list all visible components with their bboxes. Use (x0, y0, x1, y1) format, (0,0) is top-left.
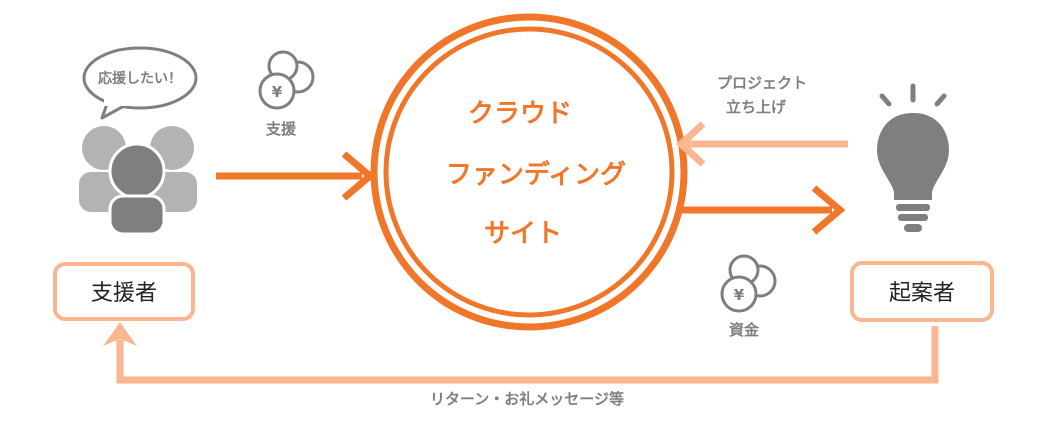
funds-coins-icon: ¥ (720, 254, 777, 313)
supporter-label: 支援者 (91, 281, 157, 306)
speech-bubble: 応援したい！ (82, 46, 198, 120)
center-title-line1: クラウド (468, 99, 572, 129)
coins-icon: ¥ (258, 50, 315, 110)
supporter-group-icon (79, 126, 197, 236)
entrepreneur-box (850, 261, 994, 322)
support-arrow-head (341, 151, 376, 201)
support-label: 支援 (265, 120, 297, 138)
launch-arrow-head (675, 121, 706, 167)
return-label: リターン・お礼メッセージ等 (430, 390, 624, 408)
center-title-line3: サイト (484, 219, 562, 249)
funds-arrow-head (811, 185, 846, 235)
center-title-line2: ファンディング (446, 159, 626, 190)
svg-text:応援したい！: 応援したい！ (98, 70, 182, 87)
center-circle-outer (370, 13, 688, 331)
return-path-arrowhead (103, 322, 137, 346)
svg-text:¥: ¥ (734, 286, 745, 304)
funds-label: 資金 (729, 321, 760, 339)
entrepreneur-label: 起案者 (889, 281, 955, 306)
supporter-box (53, 262, 195, 321)
svg-text:¥: ¥ (272, 83, 283, 101)
lightbulb-icon (877, 83, 949, 232)
return-path-line (116, 326, 939, 384)
center-circle-inner (383, 26, 675, 318)
launch-label-line1: プロジェクト (717, 74, 807, 92)
launch-label-line2: 立ち上げ (726, 98, 787, 116)
